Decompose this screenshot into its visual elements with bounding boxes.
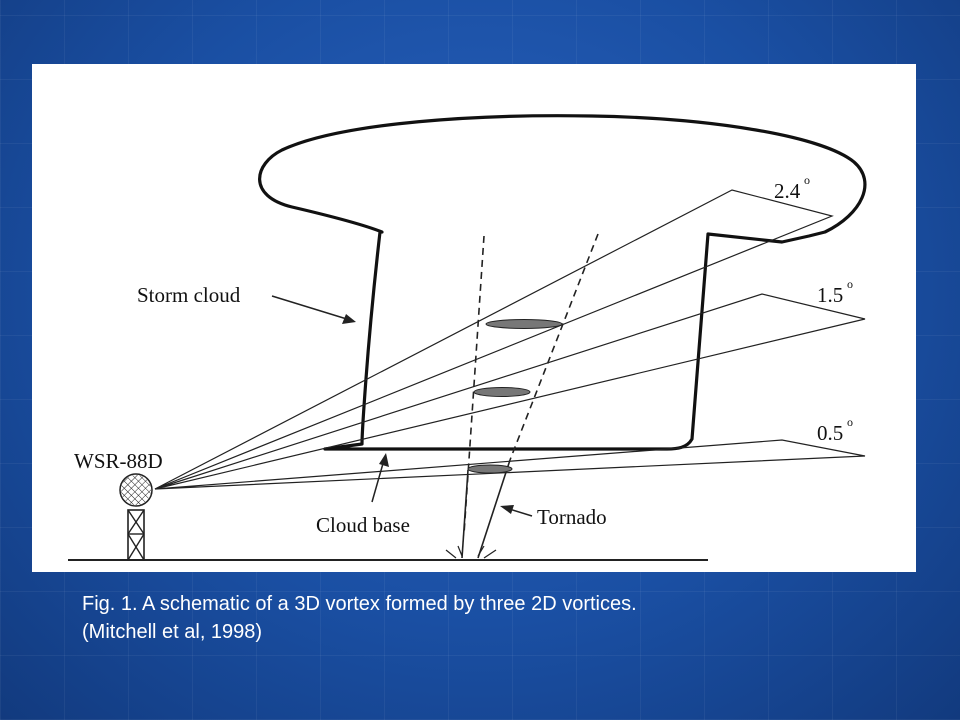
storm-cloud-label: Storm cloud [137, 283, 241, 307]
vortex-disc-upper [485, 319, 563, 329]
tornado-arrow [500, 505, 533, 517]
elevation-1-5-degree: o [847, 277, 853, 291]
radar-beam-0-5 [154, 439, 866, 490]
radar-beam-1-5 [154, 293, 866, 490]
tornado-ground-splash [445, 545, 497, 559]
tornado-label: Tornado [537, 505, 607, 529]
elevation-0-5-label: 0.5 [817, 421, 843, 445]
storm-diagram: Storm cloud WSR-88D Cloud base Tornado 2… [68, 114, 867, 561]
storm-cloud-arrow [271, 295, 356, 324]
tornado-edge-right [509, 233, 599, 461]
caption-line-1: Fig. 1. A schematic of a 3D vortex forme… [82, 593, 637, 615]
tornado-edge-left-solid [461, 469, 469, 559]
vortex-disc-middle [473, 387, 531, 397]
tornado-edge-right-solid [477, 459, 511, 559]
vortex-disc-lower [467, 464, 513, 474]
elevation-2-4-degree: o [804, 173, 810, 187]
elevation-1-5-label: 1.5 [817, 283, 843, 307]
caption-line-2: (Mitchell et al, 1998) [82, 621, 263, 643]
radar-beam-2-4 [154, 189, 834, 490]
elevation-2-4-label: 2.4 [774, 179, 801, 203]
figure-caption: Fig. 1. A schematic of a 3D vortex forme… [82, 590, 902, 646]
cloud-base-label: Cloud base [316, 513, 410, 537]
elevation-0-5-degree: o [847, 415, 853, 429]
storm-cloud-outline [258, 114, 867, 451]
radar-label: WSR-88D [74, 449, 163, 473]
tornado-edge-left [463, 235, 485, 535]
figure-panel: Storm cloud WSR-88D Cloud base Tornado 2… [32, 64, 916, 572]
radar-tower-icon [119, 473, 153, 561]
cloud-base-arrow [371, 453, 389, 503]
